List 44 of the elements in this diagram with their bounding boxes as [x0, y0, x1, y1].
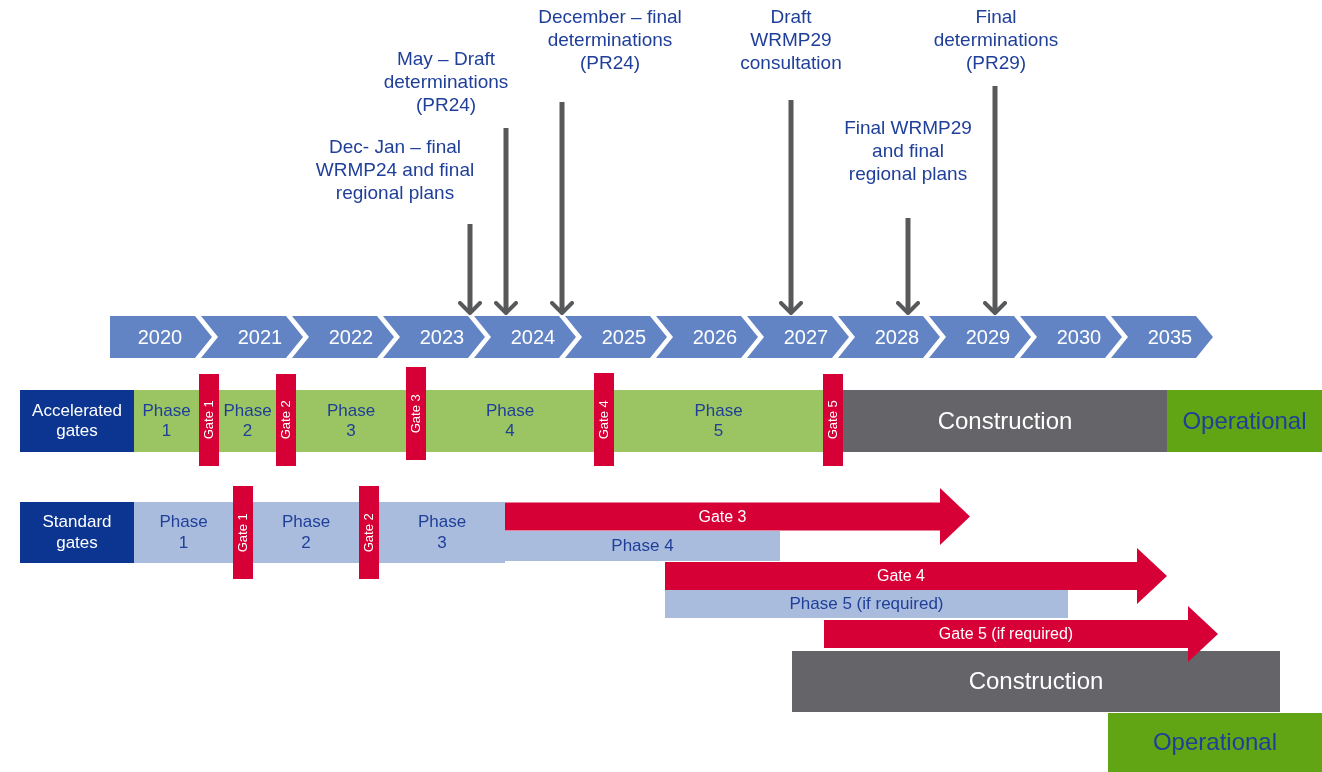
- year-label: 2035: [1147, 325, 1193, 349]
- phase-bar: Phase 3: [296, 390, 406, 452]
- gate-marker: Gate 2: [276, 374, 296, 466]
- operational-bar: Operational: [1167, 390, 1322, 452]
- arrow: [983, 86, 1007, 315]
- gate-marker: Gate 1: [233, 486, 253, 579]
- arrow: [896, 218, 920, 315]
- arrow: [550, 102, 574, 315]
- year-label: 2023: [419, 325, 465, 349]
- year-label: 2026: [692, 325, 738, 349]
- row-label-box: Standard gates: [20, 502, 134, 563]
- gate-marker: Gate 2: [359, 486, 379, 579]
- arrow: [779, 100, 803, 315]
- annotation-text: Final determinations (PR29): [912, 6, 1080, 86]
- year-label: 2030: [1056, 325, 1102, 349]
- construction-bar: Construction: [792, 651, 1280, 712]
- phase-bar: Phase 1: [134, 502, 233, 563]
- annotation-text: Draft WRMP29 consultation: [730, 6, 852, 100]
- phase-bar: Phase 2: [253, 502, 359, 563]
- arrow: [458, 224, 482, 315]
- year-label: 2021: [237, 325, 283, 349]
- construction-bar: Construction: [843, 390, 1167, 452]
- annotation-text: Final WRMP29 and final regional plans: [838, 117, 978, 218]
- gate-marker: Gate 1: [199, 374, 219, 466]
- annotation-text: Dec- Jan – final WRMP24 and final regional plans: [300, 136, 490, 224]
- year-label: 2028: [874, 325, 920, 349]
- operational-bar: Operational: [1108, 713, 1322, 772]
- year-label: 2022: [328, 325, 374, 349]
- phase-bar: Phase 5: [614, 390, 823, 452]
- phase-bar: Phase 2: [219, 390, 276, 452]
- gate-marker: Gate 4: [594, 373, 614, 466]
- phase-bar: Phase 4: [505, 531, 780, 561]
- year-label: 2029: [965, 325, 1011, 349]
- phase-bar: Phase 1: [134, 390, 199, 452]
- year-label: 2024: [510, 325, 556, 349]
- arrow: [494, 128, 518, 315]
- phase-bar: Phase 3: [379, 502, 505, 563]
- year-label: 2020: [137, 325, 183, 349]
- year-label: 2027: [783, 325, 829, 349]
- gate-marker: Gate 3: [406, 367, 426, 460]
- row-label-box: Accelerated gates: [20, 390, 134, 452]
- phase-bar: Phase 4: [426, 390, 594, 452]
- gate-marker: Gate 5: [823, 374, 843, 466]
- year-label: 2025: [601, 325, 647, 349]
